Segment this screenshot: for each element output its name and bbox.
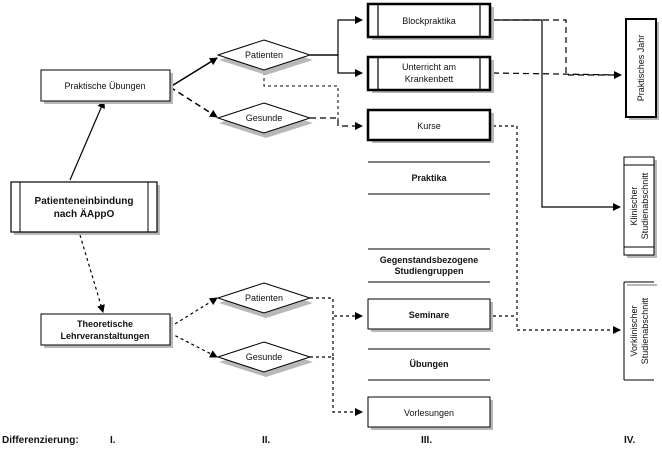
phase-klinisch-label-line1: Klinischer	[629, 186, 639, 225]
decision-practical-patients: Patienten	[216, 39, 313, 75]
practical-exercises-label: Praktische Übungen	[64, 81, 145, 91]
phase-klinisch-label-line2: Studienabschnitt	[640, 172, 650, 239]
format-unterricht-label-line2: Krankenbett	[405, 74, 454, 84]
format-vorlesungen-label: Vorlesungen	[404, 408, 454, 418]
format-studiengruppen: Gegenstandsbezogene Studiengruppen	[368, 248, 490, 283]
arrow-theoretical-to-healthy	[169, 332, 218, 358]
format-blockpraktika: Blockpraktika	[366, 2, 494, 40]
phase-praktisches-jahr: Praktisches Jahr	[625, 18, 659, 120]
level-4-label: IV.	[624, 435, 636, 446]
arrow-patients-to-seminare	[310, 297, 363, 320]
source-node: Patienteneinbindung nach ÄAppO	[10, 181, 160, 235]
arrow-practical-to-healthy	[169, 86, 218, 118]
phase-klinisch: Klinischer Studienabschnitt	[623, 156, 657, 258]
format-kurse: Kurse	[366, 108, 494, 143]
format-kurse-label: Kurse	[417, 121, 441, 131]
arrow-healthy-to-kurse	[310, 117, 363, 130]
phase-vorklinisch-label-line2: Studienabschnitt	[640, 297, 650, 364]
arrow-patients-to-blockpraktika	[310, 16, 363, 56]
decision-practical-patients-label: Patienten	[245, 50, 283, 60]
level-1-label: I.	[110, 435, 116, 446]
decision-practical-healthy: Gesunde	[216, 102, 313, 138]
differentiation-label: Differenzierung:	[2, 435, 79, 446]
arrow-kurse-to-vorklinisch	[493, 125, 621, 334]
format-seminare: Seminare	[367, 298, 493, 332]
format-praktika-label: Praktika	[411, 173, 447, 183]
format-uebungen: Übungen	[368, 348, 490, 381]
decision-theoretical-patients: Patienten	[216, 282, 313, 318]
arrow-blockpraktika-to-klinisch	[493, 19, 621, 211]
arrow-healthy-to-seminare	[310, 316, 334, 358]
theoretical-courses-node: Theoretische Lehrveranstaltungen	[40, 313, 173, 348]
level-2-label: II.	[262, 435, 271, 446]
arrow-theoretical-to-patients	[169, 297, 218, 328]
phase-praktisches-jahr-label: Praktisches Jahr	[636, 35, 646, 102]
arrow-practical-to-patients	[169, 57, 218, 88]
decision-theoretical-healthy: Gesunde	[216, 341, 313, 377]
level-3-label: III.	[421, 435, 432, 446]
format-unterricht-label-line1: Unterricht am	[402, 62, 456, 72]
arrow-blockpraktika-to-pj	[493, 19, 622, 79]
theoretical-courses-label-line2: Lehrveranstaltungen	[60, 331, 149, 341]
decision-theoretical-patients-label: Patienten	[245, 293, 283, 303]
format-uebungen-label: Übungen	[410, 359, 449, 369]
format-unterricht-krankenbett: Unterricht am Krankenbett	[366, 55, 494, 93]
decision-theoretical-healthy-label: Gesunde	[246, 352, 283, 362]
arrow-unterricht-to-pj	[492, 72, 622, 76]
phase-vorklinisch-label-line1: Vorklinischer	[629, 305, 639, 356]
format-seminare-label: Seminare	[409, 310, 450, 320]
connectors	[69, 16, 622, 416]
format-studiengruppen-label-line2: Studiengruppen	[395, 266, 464, 276]
arrow-healthy-to-vorlesungen	[332, 357, 363, 416]
arrow-source-to-practical	[69, 100, 105, 181]
phase-vorklinisch: Vorklinischer Studienabschnitt	[623, 281, 657, 381]
format-studiengruppen-label-line1: Gegenstandsbezogene	[380, 255, 479, 265]
source-label-line1: Patienteneinbindung	[35, 196, 134, 207]
differentiation-legend: Differenzierung: I. II. III. IV.	[2, 435, 636, 446]
format-blockpraktika-label: Blockpraktika	[402, 16, 456, 26]
format-vorlesungen: Vorlesungen	[367, 396, 493, 430]
decision-practical-healthy-label: Gesunde	[246, 113, 283, 123]
link-patients-to-kurse	[263, 72, 339, 126]
source-label-line2: nach ÄAppO	[54, 207, 115, 220]
arrow-patients-to-unterricht	[310, 54, 363, 77]
theoretical-courses-label-line1: Theoretische	[77, 319, 133, 329]
arrow-source-to-theoretical	[79, 234, 105, 313]
practical-exercises-node: Praktische Übungen	[40, 69, 173, 104]
format-praktika: Praktika	[368, 161, 490, 195]
